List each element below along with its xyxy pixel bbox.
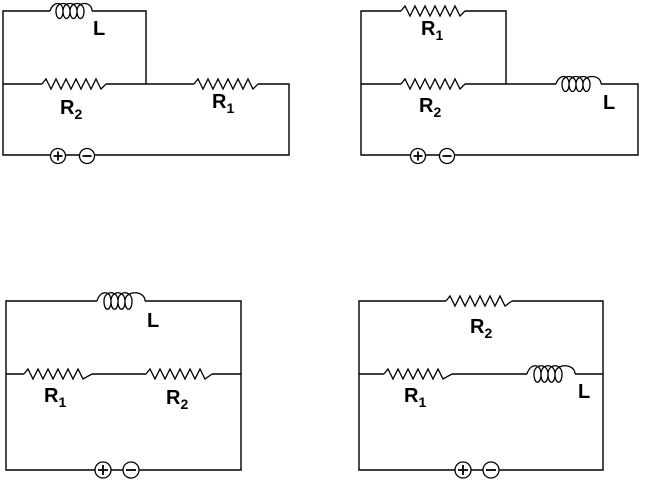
wire bbox=[358, 300, 604, 471]
resistor-zigzag bbox=[23, 367, 93, 381]
plus-sign bbox=[413, 151, 423, 161]
inductor-L bbox=[526, 365, 576, 383]
inductor-coil bbox=[49, 2, 93, 20]
circuit-bottom-left: L R1 R2 bbox=[5, 292, 242, 479]
resistor-R2 bbox=[145, 367, 213, 381]
label-L: L bbox=[93, 18, 105, 40]
resistor-zigzag bbox=[400, 4, 466, 18]
label-L: L bbox=[147, 310, 159, 332]
label-L: L bbox=[578, 381, 590, 403]
resistor-zigzag bbox=[145, 367, 213, 381]
resistor-R1 bbox=[400, 4, 466, 18]
inductor-L bbox=[96, 292, 146, 310]
label-R2: R2 bbox=[419, 95, 441, 120]
circuit-top-left: L R2 R1 bbox=[2, 2, 290, 165]
resistor-R1 bbox=[193, 77, 259, 91]
label-R2: R2 bbox=[60, 97, 82, 122]
inductor-coil bbox=[526, 365, 576, 383]
label-R1: R1 bbox=[404, 385, 426, 410]
circuit-top-right: R1 R2 L bbox=[360, 4, 639, 165]
resistor-R2 bbox=[445, 294, 513, 308]
resistor-zigzag bbox=[383, 367, 453, 381]
resistor-R2 bbox=[41, 77, 107, 91]
inductor-coil bbox=[96, 292, 146, 310]
resistor-zigzag bbox=[445, 294, 513, 308]
plus-sign bbox=[98, 465, 108, 475]
resistor-R1 bbox=[23, 367, 93, 381]
wire bbox=[360, 10, 639, 156]
resistor-R2 bbox=[400, 77, 466, 91]
resistor-R1 bbox=[383, 367, 453, 381]
battery bbox=[409, 147, 456, 165]
battery bbox=[454, 461, 500, 479]
label-R2: R2 bbox=[166, 387, 188, 412]
label-R1: R1 bbox=[212, 91, 234, 116]
inductor-coil bbox=[555, 75, 602, 93]
resistor-zigzag bbox=[400, 77, 466, 91]
resistor-zigzag bbox=[41, 77, 107, 91]
wire bbox=[5, 300, 242, 471]
inductor-L bbox=[555, 75, 602, 93]
label-L: L bbox=[603, 92, 615, 114]
label-R1: R1 bbox=[421, 18, 443, 43]
wire bbox=[2, 10, 290, 156]
battery bbox=[49, 147, 96, 165]
resistor-zigzag bbox=[193, 77, 259, 91]
wire bbox=[361, 10, 556, 85]
label-R2: R2 bbox=[470, 316, 492, 341]
wire bbox=[3, 10, 194, 85]
plus-sign bbox=[458, 465, 468, 475]
plus-sign bbox=[53, 151, 63, 161]
inductor-L bbox=[49, 2, 93, 20]
battery bbox=[94, 461, 140, 479]
circuit-bottom-right: R2 R1 L bbox=[358, 294, 604, 479]
label-R1: R1 bbox=[44, 385, 66, 410]
